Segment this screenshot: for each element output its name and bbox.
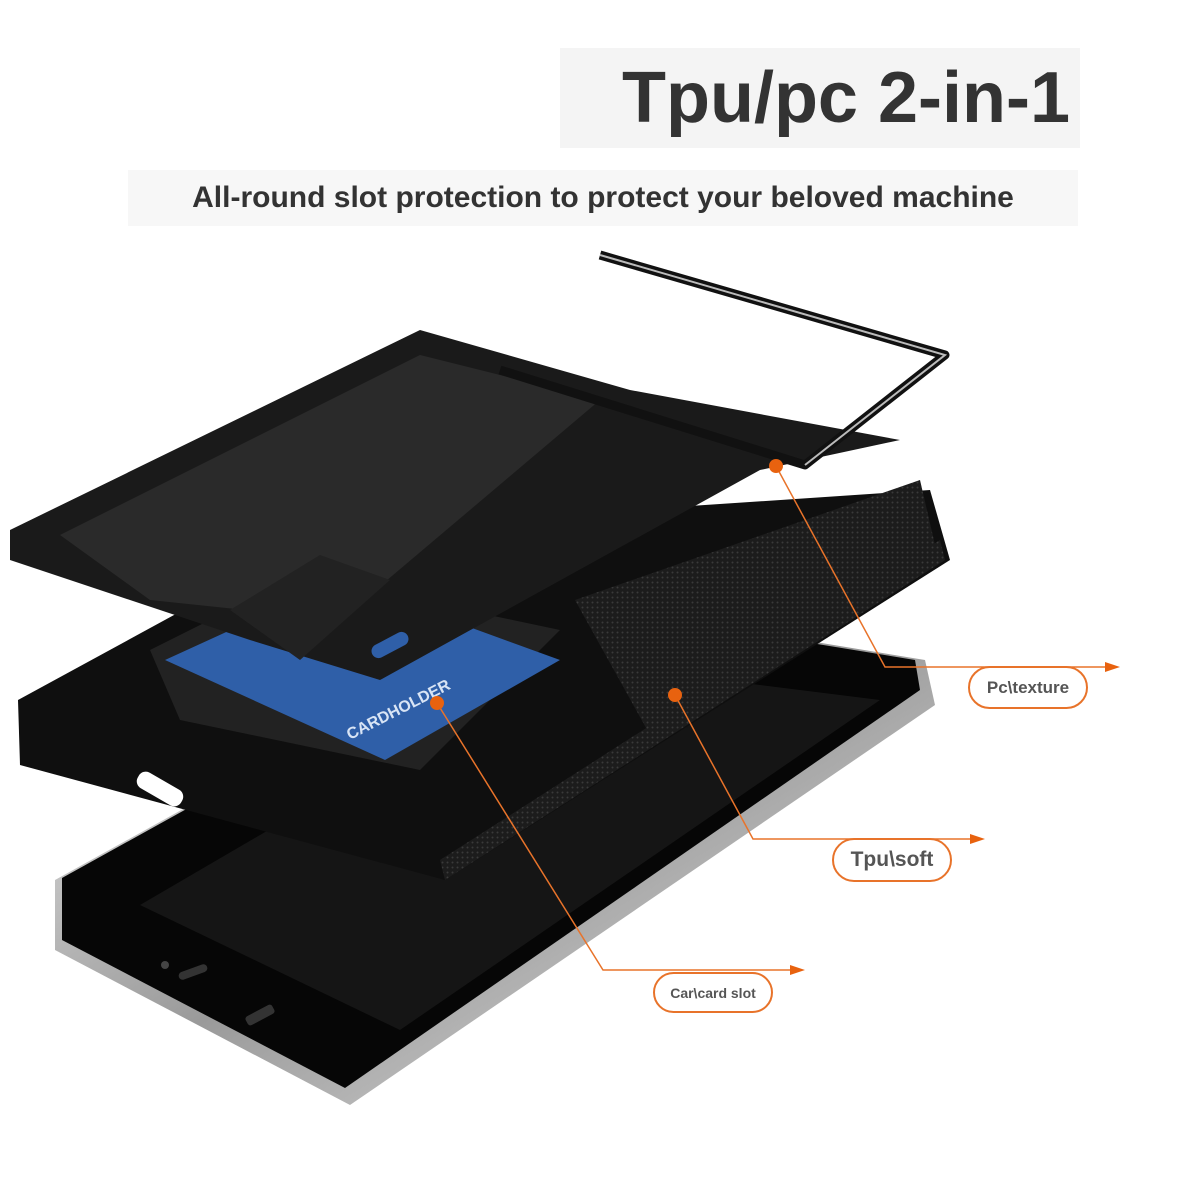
marker-dot (769, 459, 783, 473)
subtitle-background (128, 170, 1078, 226)
page-subtitle: All-round slot protection to protect you… (192, 181, 1014, 214)
callout-tpu-soft: Tpu\soft (832, 838, 952, 882)
callout-pc-texture: Pc\texture (968, 666, 1088, 709)
page-title: Tpu/pc 2-in-1 (622, 58, 1070, 138)
arrow-right-icon (1105, 662, 1120, 672)
marker-dot (668, 688, 682, 702)
callout-card-slot: Car\card slot (653, 972, 773, 1013)
arrow-right-icon (970, 834, 985, 844)
pc-back-plate (10, 250, 950, 680)
title-background (560, 48, 1080, 148)
marker-dot (430, 696, 444, 710)
callout-markers (430, 459, 1120, 975)
arrow-right-icon (790, 965, 805, 975)
